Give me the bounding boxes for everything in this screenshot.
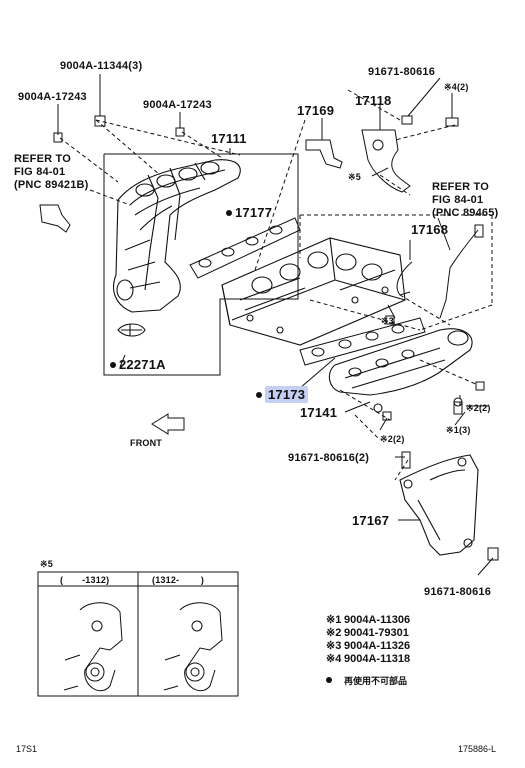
label-note1: ※1(3) <box>446 425 471 435</box>
legend-dot <box>326 677 332 683</box>
label-17168[interactable]: 17168 <box>411 222 449 237</box>
bracket-17169 <box>305 139 343 169</box>
label-91671-80616-2[interactable]: 91671-80616(2) <box>288 452 370 464</box>
cylinder-head <box>221 237 406 346</box>
highlight-17173: 17173 <box>265 386 309 403</box>
heat-insulator-17167 <box>399 454 479 556</box>
group-frame-17111 <box>103 153 299 376</box>
connector-89421b <box>39 204 71 233</box>
label-91671-80616-top[interactable]: 91671-80616 <box>368 66 436 78</box>
label-9004a-11344[interactable]: 9004A-11344(3) <box>60 60 143 72</box>
gasket-17173 <box>299 317 426 366</box>
label-17118[interactable]: 17118 <box>355 93 392 108</box>
inset-col2-header: (1312- ) <box>152 575 205 585</box>
gasket-17177 <box>189 217 301 279</box>
label-17141[interactable]: 17141 <box>300 405 338 420</box>
inset-bracket-new <box>163 602 223 692</box>
label-91671-80616-bottom[interactable]: 91671-80616 <box>424 586 492 598</box>
non-reusable-dot <box>226 210 232 216</box>
fasteners <box>53 115 499 561</box>
label-note3: ※3 <box>381 316 394 326</box>
non-reusable-dot <box>110 362 116 368</box>
solid-leaders <box>57 74 494 576</box>
label-note2-left: ※2(2) <box>380 434 405 444</box>
inset-title: ※5 <box>40 559 53 569</box>
label-9004a-17243-mid[interactable]: 9004A-17243 <box>143 99 212 111</box>
bracket-17118 <box>361 129 411 193</box>
sensor-wire-17168 <box>396 224 484 319</box>
dashed-leaders <box>59 89 493 481</box>
label-17167[interactable]: 17167 <box>352 513 390 528</box>
inset-col1-header: ( -1312) <box>60 575 110 585</box>
inset-bracket-old <box>63 602 123 692</box>
legend-note: 再使用不可部品 <box>326 675 407 687</box>
label-note5: ※5 <box>348 172 361 182</box>
refer-note-89421b: REFER TO FIG 84-01 (PNC 89421B) <box>14 153 89 191</box>
footer-right-code: 175886-L <box>458 744 497 754</box>
label-note4: ※4(2) <box>444 82 469 92</box>
label-17169[interactable]: 17169 <box>297 103 335 118</box>
exhaust-manifold-17111 <box>113 159 241 337</box>
exhaust-manifold-17141 <box>328 328 473 413</box>
front-label: FRONT <box>130 438 162 448</box>
label-9004a-17243-left[interactable]: 9004A-17243 <box>18 91 87 103</box>
front-arrow <box>151 413 185 435</box>
refer-note-89465: REFER TO FIG 84-01 (PNC 89465) <box>432 181 499 219</box>
label-17177[interactable]: 17177 <box>226 206 272 220</box>
footer-left-code: 17S1 <box>16 744 38 754</box>
non-reusable-dot <box>256 392 262 398</box>
label-22271a[interactable]: 22271A <box>110 358 166 372</box>
label-note2-right: ※2(2) <box>466 403 491 413</box>
label-17111[interactable]: 17111 <box>211 131 247 146</box>
label-17173[interactable]: 17173 <box>256 386 309 403</box>
inset-frame <box>37 571 239 697</box>
